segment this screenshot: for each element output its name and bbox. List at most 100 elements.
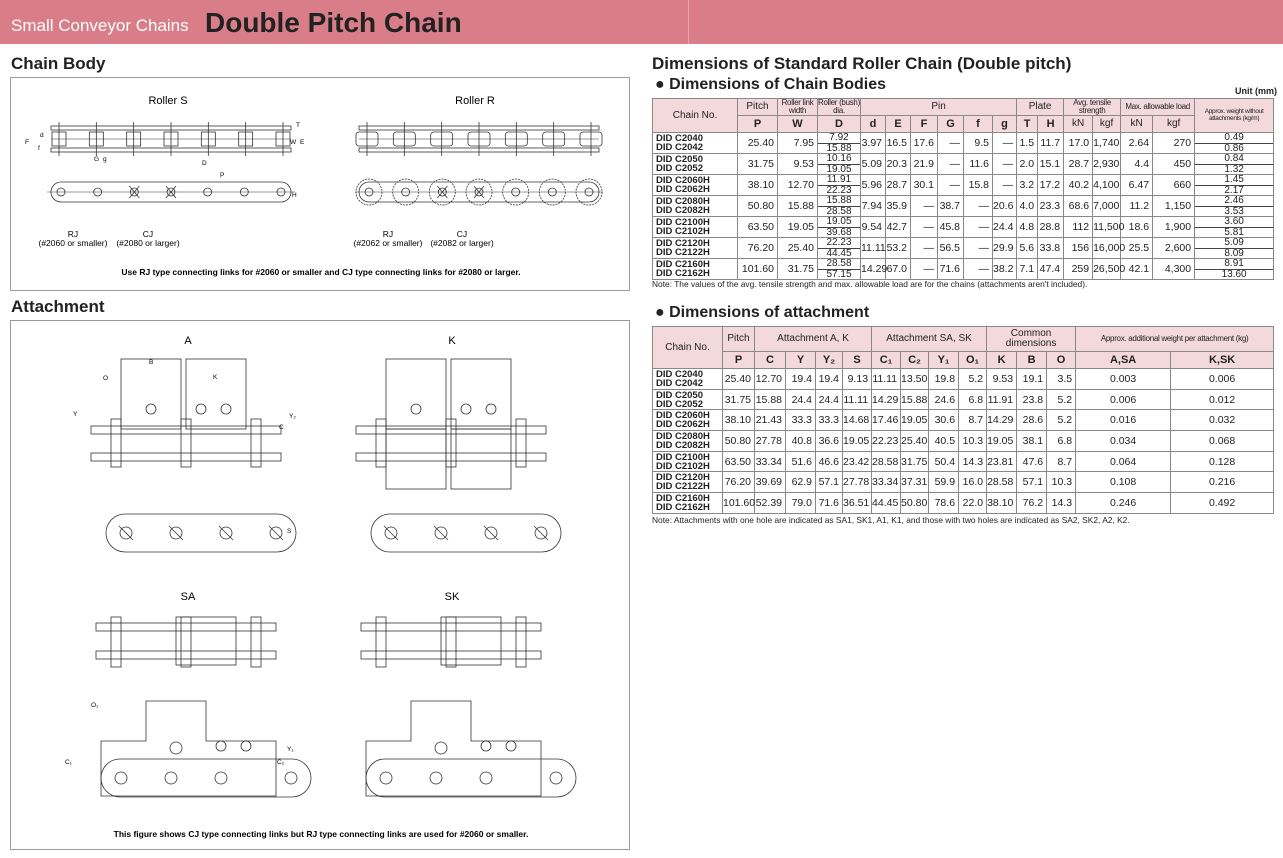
pin-hole bbox=[276, 187, 286, 197]
col-Y2: Y₂ bbox=[815, 351, 843, 369]
roller-r-label: Roller R bbox=[455, 95, 495, 107]
col-C1: C₁ bbox=[871, 351, 902, 369]
col-tensile-kgf: kgf bbox=[1092, 115, 1122, 133]
attachment-hole bbox=[145, 403, 157, 415]
load-kgf-cell: 1,900 bbox=[1152, 216, 1196, 238]
roller-r-rj-note: (#2062 or smaller) bbox=[354, 238, 423, 248]
cell-E: 35.9 bbox=[885, 195, 911, 217]
attachment-hole bbox=[434, 741, 448, 755]
weight-cell-value: 8.09 bbox=[1224, 247, 1244, 259]
attachment-hole bbox=[169, 741, 183, 755]
cell-f: 9.5 bbox=[963, 132, 993, 154]
value-cell: 10.3 bbox=[958, 430, 988, 452]
tensile-kgf-cell: 16,000 bbox=[1092, 237, 1125, 259]
col-pitch-sym: P bbox=[722, 351, 755, 369]
header-divider bbox=[688, 0, 689, 44]
attachment-flange bbox=[440, 616, 502, 666]
cell-H: 15.1 bbox=[1037, 153, 1065, 175]
attachment-plate-lower bbox=[450, 428, 512, 490]
page-title: Double Pitch Chain bbox=[205, 7, 462, 38]
roller-outline bbox=[465, 178, 493, 206]
value-cell: 19.05 bbox=[986, 430, 1018, 452]
pin-hole bbox=[239, 187, 249, 197]
tensile-kgf-cell: 2,930 bbox=[1092, 153, 1122, 175]
value-cell: 79.0 bbox=[785, 492, 816, 514]
cell-E: 20.3 bbox=[885, 153, 911, 175]
cell-T: 4.0 bbox=[1016, 195, 1039, 217]
weight-cell-value: 0.49 bbox=[1195, 133, 1274, 144]
pin bbox=[375, 616, 387, 668]
roller-outline bbox=[392, 178, 420, 206]
width-cell: 7.95 bbox=[777, 132, 818, 154]
dim-W: W bbox=[290, 139, 297, 146]
cotter-pin bbox=[129, 185, 140, 199]
side-plate bbox=[370, 513, 562, 553]
dim-P: P bbox=[220, 172, 224, 179]
value-cell: 59.9 bbox=[928, 471, 960, 494]
chain-no: DID C2052 bbox=[656, 398, 703, 410]
pitch-cell: 50.80 bbox=[737, 195, 778, 217]
value-cell: 71.6 bbox=[815, 492, 843, 514]
cell-F: — bbox=[910, 216, 938, 238]
col-tensile-kn: kN bbox=[1063, 115, 1094, 133]
dim-H: H bbox=[292, 192, 297, 199]
attachment-drawing: A K SA SK This figure shows CJ type conn… bbox=[65, 335, 577, 839]
load-kgf-cell: 1,150 bbox=[1152, 195, 1196, 217]
cell-T: 1.5 bbox=[1016, 132, 1039, 154]
roller-r-rj-label: RJ bbox=[383, 229, 393, 239]
value-cell: 33.34 bbox=[871, 471, 902, 494]
dim-S: S bbox=[287, 528, 292, 535]
value-cell: 57.1 bbox=[1016, 471, 1048, 494]
dim-C2: C₂ bbox=[277, 759, 285, 766]
value-cell: 62.9 bbox=[785, 471, 816, 494]
cell-G: 71.6 bbox=[937, 258, 964, 280]
cell-g: — bbox=[991, 174, 1018, 196]
col-Y: Y bbox=[785, 351, 816, 369]
value-cell: 8.7 bbox=[1046, 450, 1077, 473]
pin-hole bbox=[203, 187, 213, 197]
pitch-cell: 38.10 bbox=[737, 174, 778, 196]
cell-d: 5.09 bbox=[860, 153, 886, 175]
cell-H: 47.4 bbox=[1037, 258, 1065, 280]
value-cell: 25.40 bbox=[722, 368, 755, 390]
weight-cell-value: 3.53 bbox=[1224, 205, 1244, 217]
attachment-hole bbox=[220, 403, 232, 415]
col-pin-f: f bbox=[963, 115, 993, 133]
roller bbox=[392, 131, 416, 147]
cell-F: — bbox=[910, 237, 938, 259]
chain-plate bbox=[90, 452, 282, 462]
chain-plate bbox=[360, 650, 542, 660]
dim-K: K bbox=[213, 374, 218, 381]
col-common: Common dimensions bbox=[986, 326, 1077, 352]
chain-no: DID C2100H bbox=[656, 451, 710, 463]
pin bbox=[375, 418, 387, 468]
pin-hole bbox=[534, 526, 548, 540]
roller bbox=[163, 131, 179, 147]
chain-no: DID C2052 bbox=[656, 163, 703, 174]
weight-cell-value: 1.32 bbox=[1224, 163, 1244, 175]
side-plate bbox=[100, 758, 312, 798]
chain-body-note: Use RJ type connecting links for #2060 o… bbox=[121, 267, 520, 277]
value-cell: 76.20 bbox=[722, 471, 755, 494]
tensile-kn-cell: 40.2 bbox=[1063, 174, 1094, 196]
attachment-plate bbox=[185, 358, 247, 430]
value-cell: 47.6 bbox=[1016, 450, 1048, 473]
attachment-subheading: ● Dimensions of attachment bbox=[655, 304, 870, 321]
roller bbox=[579, 131, 603, 147]
load-kn-cell: 4.4 bbox=[1120, 153, 1154, 175]
value-cell: 0.006 bbox=[1075, 388, 1172, 411]
chain-plate bbox=[355, 452, 547, 462]
roller-dia-cell-value: 57.15 bbox=[826, 268, 852, 280]
